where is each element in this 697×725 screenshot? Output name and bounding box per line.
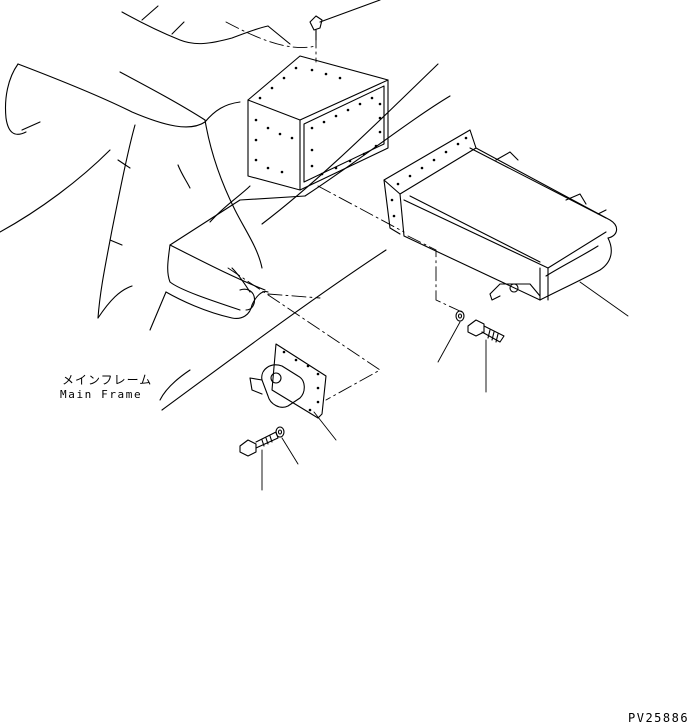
bolt-icon <box>467 319 505 343</box>
upper-mounting-box <box>247 55 389 191</box>
washer-icon <box>455 310 465 322</box>
main-frame <box>0 5 451 411</box>
washer-icon <box>275 426 285 438</box>
assembly-centerlines <box>225 21 463 401</box>
main-frame-label-en: Main Frame <box>60 388 143 401</box>
drawing-code: PV25886 <box>628 711 690 725</box>
leader-lines <box>261 281 629 491</box>
mounting-bracket <box>249 343 327 419</box>
duct-assembly <box>383 129 618 301</box>
top-screw-icon <box>309 0 381 41</box>
bolt-icon <box>239 431 279 457</box>
main-frame-label-jp: メインフレーム <box>62 373 153 387</box>
